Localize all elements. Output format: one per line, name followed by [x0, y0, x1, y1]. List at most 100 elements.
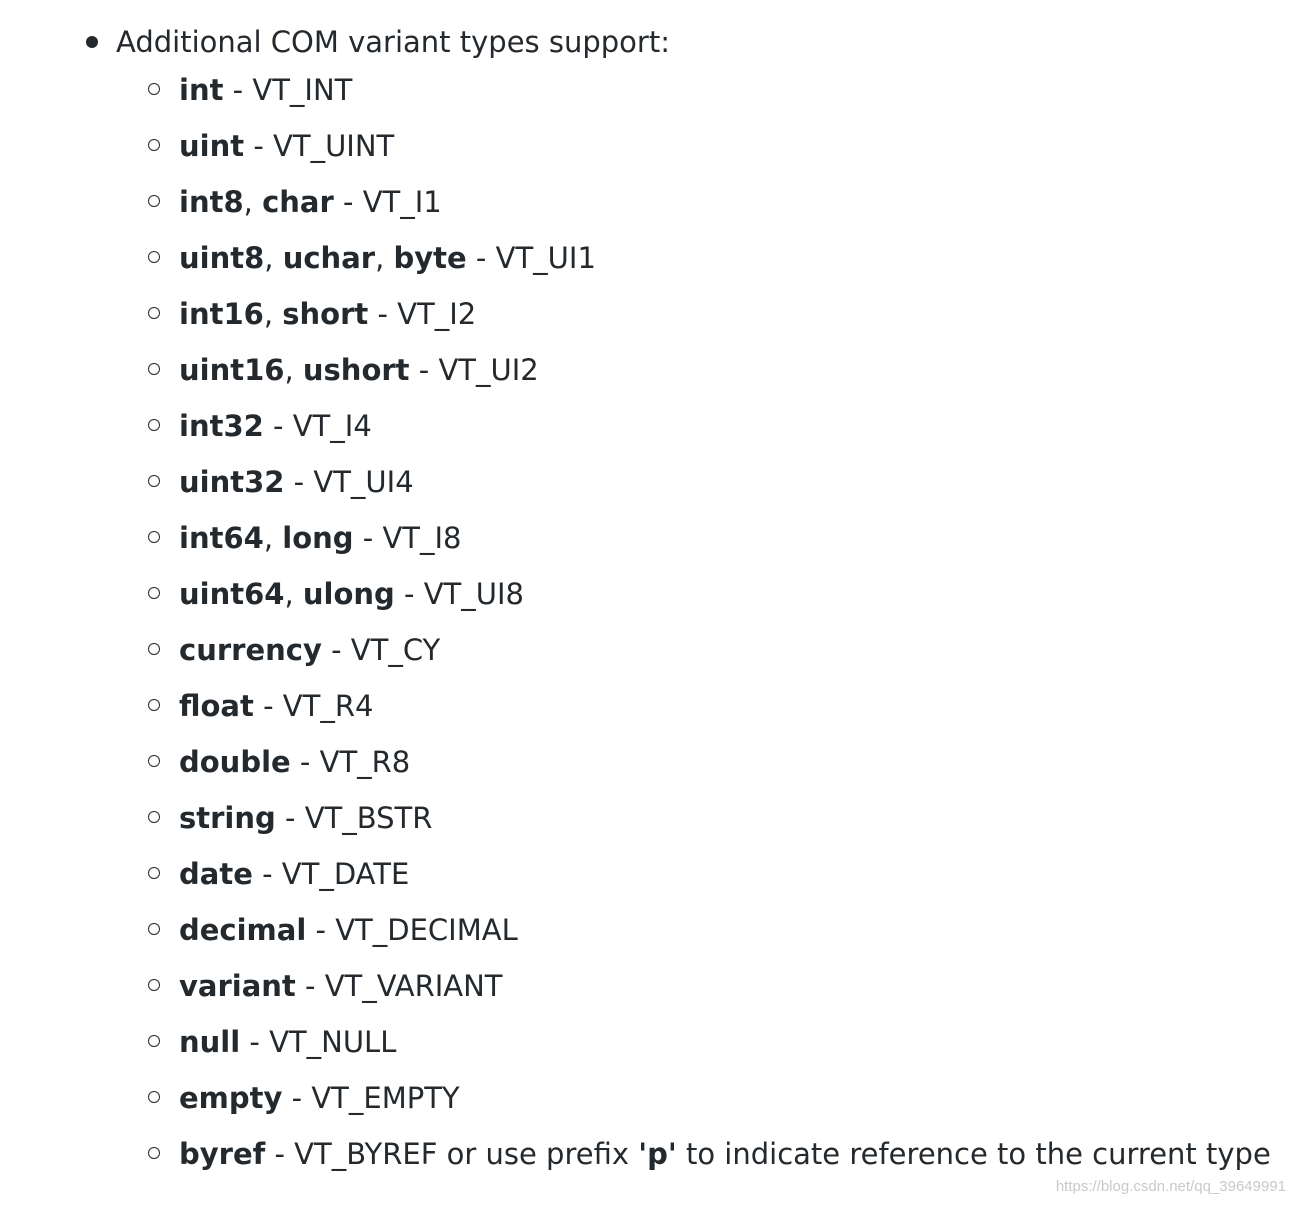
type-desc: VT_DECIMAL [335, 913, 518, 947]
type-desc: VT_UI4 [313, 465, 414, 499]
list-item: uint16, ushort - VT_UI2 [0, 346, 1294, 402]
list-item-text: int32 - VT_I4 [179, 409, 372, 443]
list-item-text: int8, char - VT_I1 [179, 185, 442, 219]
list-item: uint8, uchar, byte - VT_UI1 [0, 234, 1294, 290]
list-item: byref - VT_BYREF or use prefix 'p' to in… [0, 1130, 1294, 1186]
type-desc: VT_INT [252, 73, 353, 107]
bullet-circle-icon [148, 475, 160, 487]
bullet-circle-icon [148, 531, 160, 543]
type-name: null [179, 1025, 241, 1059]
type-name: ulong [302, 577, 395, 611]
type-name: int8 [179, 185, 244, 219]
list-item: int8, char - VT_I1 [0, 178, 1294, 234]
list-item-text: int64, long - VT_I8 [179, 521, 462, 555]
list-item: string - VT_BSTR [0, 794, 1294, 850]
type-name: string [179, 801, 276, 835]
type-name: long [282, 521, 354, 555]
type-desc: VT_CY [350, 633, 441, 667]
type-desc-tail: to indicate reference to the current typ… [676, 1137, 1271, 1171]
list-item: uint - VT_UINT [0, 122, 1294, 178]
list-item: int32 - VT_I4 [0, 402, 1294, 458]
type-name: float [179, 689, 254, 723]
list-item-text: string - VT_BSTR [179, 801, 433, 835]
list-item-text: double - VT_R8 [179, 745, 411, 779]
list-item-text: uint64, ulong - VT_UI8 [179, 577, 525, 611]
type-desc: VT_VARIANT [324, 969, 503, 1003]
list-item: variant - VT_VARIANT [0, 962, 1294, 1018]
type-name: uint64 [179, 577, 285, 611]
type-name: int16 [179, 297, 264, 331]
list-item-text: uint32 - VT_UI4 [179, 465, 414, 499]
list-item-text: uint - VT_UINT [179, 129, 395, 163]
list-item: currency - VT_CY [0, 626, 1294, 682]
list-item-text: int - VT_INT [179, 73, 353, 107]
list-item: empty - VT_EMPTY [0, 1074, 1294, 1130]
list-item-text: byref - VT_BYREF or use prefix 'p' to in… [179, 1137, 1271, 1171]
type-name: uint32 [179, 465, 285, 499]
type-desc: VT_I8 [382, 521, 462, 555]
list-item-text: date - VT_DATE [179, 857, 410, 891]
bullet-circle-icon [148, 979, 160, 991]
bullet-circle-icon [148, 811, 160, 823]
type-name: currency [179, 633, 322, 667]
type-desc: VT_UI8 [423, 577, 525, 611]
bullet-circle-icon [148, 251, 160, 263]
type-name: byte [393, 241, 467, 275]
type-desc: VT_NULL [269, 1025, 397, 1059]
type-desc: VT_BYREF or use prefix [294, 1137, 639, 1171]
list-item-text: int16, short - VT_I2 [179, 297, 477, 331]
type-desc: VT_I4 [292, 409, 372, 443]
bullet-circle-icon [148, 643, 160, 655]
type-desc: VT_R8 [319, 745, 411, 779]
bullet-circle-icon [148, 1091, 160, 1103]
type-name: short [282, 297, 369, 331]
type-desc: VT_I1 [362, 185, 442, 219]
list-heading: Additional COM variant types support: [116, 25, 670, 59]
type-name: variant [179, 969, 296, 1003]
type-name: double [179, 745, 291, 779]
top-list-item: Additional COM variant types support: [0, 18, 1294, 66]
list-item-text: decimal - VT_DECIMAL [179, 913, 518, 947]
list-item-text: variant - VT_VARIANT [179, 969, 503, 1003]
list-item: int - VT_INT [0, 66, 1294, 122]
list-item: int16, short - VT_I2 [0, 290, 1294, 346]
list-item: uint64, ulong - VT_UI8 [0, 570, 1294, 626]
bullet-circle-icon [148, 363, 160, 375]
watermark: https://blog.csdn.net/qq_39649991 [1055, 1178, 1286, 1195]
type-name: byref [179, 1137, 266, 1171]
list-item-text: null - VT_NULL [179, 1025, 397, 1059]
list-item: uint32 - VT_UI4 [0, 458, 1294, 514]
list-item: date - VT_DATE [0, 850, 1294, 906]
list-item-text: uint8, uchar, byte - VT_UI1 [179, 241, 596, 275]
bullet-circle-icon [148, 867, 160, 879]
type-name: empty [179, 1081, 283, 1115]
bullet-circle-icon [148, 195, 160, 207]
type-desc: VT_R4 [282, 689, 374, 723]
type-name: uint8 [179, 241, 265, 275]
list-item-text: currency - VT_CY [179, 633, 441, 667]
type-name: char [262, 185, 334, 219]
prefix-name: 'p' [638, 1137, 677, 1171]
list-item: float - VT_R4 [0, 682, 1294, 738]
bullet-circle-icon [148, 307, 160, 319]
list-item: null - VT_NULL [0, 1018, 1294, 1074]
bullet-circle-icon [148, 755, 160, 767]
bullet-circle-icon [148, 1147, 160, 1159]
type-name: int32 [179, 409, 264, 443]
bullet-disc-icon [86, 36, 98, 48]
list-item: int64, long - VT_I8 [0, 514, 1294, 570]
bullet-circle-icon [148, 587, 160, 599]
type-name: int [179, 73, 224, 107]
type-desc: VT_DATE [281, 857, 410, 891]
bullet-circle-icon [148, 1035, 160, 1047]
bullet-circle-icon [148, 699, 160, 711]
bullet-circle-icon [148, 419, 160, 431]
list-item-text: empty - VT_EMPTY [179, 1081, 460, 1115]
list-item: double - VT_R8 [0, 738, 1294, 794]
type-name: decimal [179, 913, 307, 947]
list-item-text: float - VT_R4 [179, 689, 374, 723]
bullet-circle-icon [148, 923, 160, 935]
type-name: uchar [282, 241, 376, 275]
